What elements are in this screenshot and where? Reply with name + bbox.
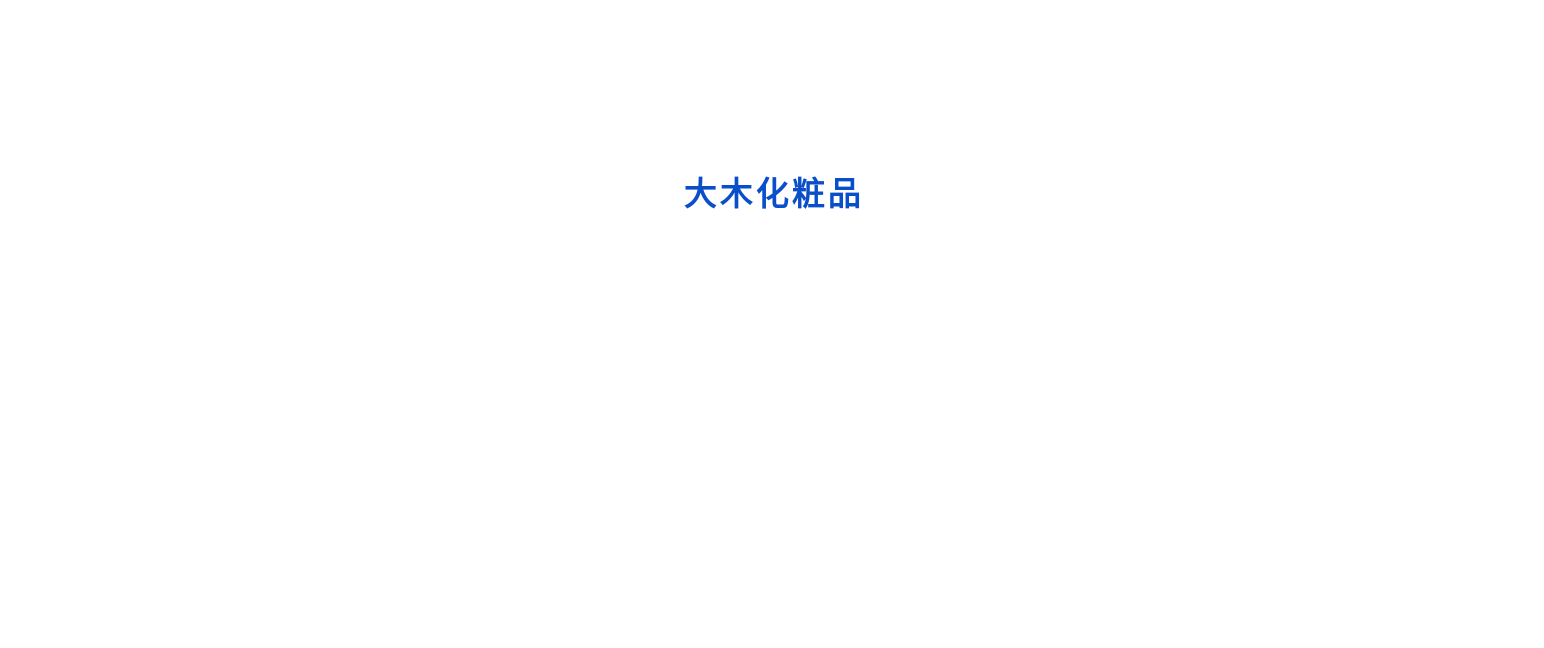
- brand-name: 大木化粧品: [684, 173, 864, 213]
- brand-logo-link[interactable]: 大木化粧品: [684, 170, 874, 216]
